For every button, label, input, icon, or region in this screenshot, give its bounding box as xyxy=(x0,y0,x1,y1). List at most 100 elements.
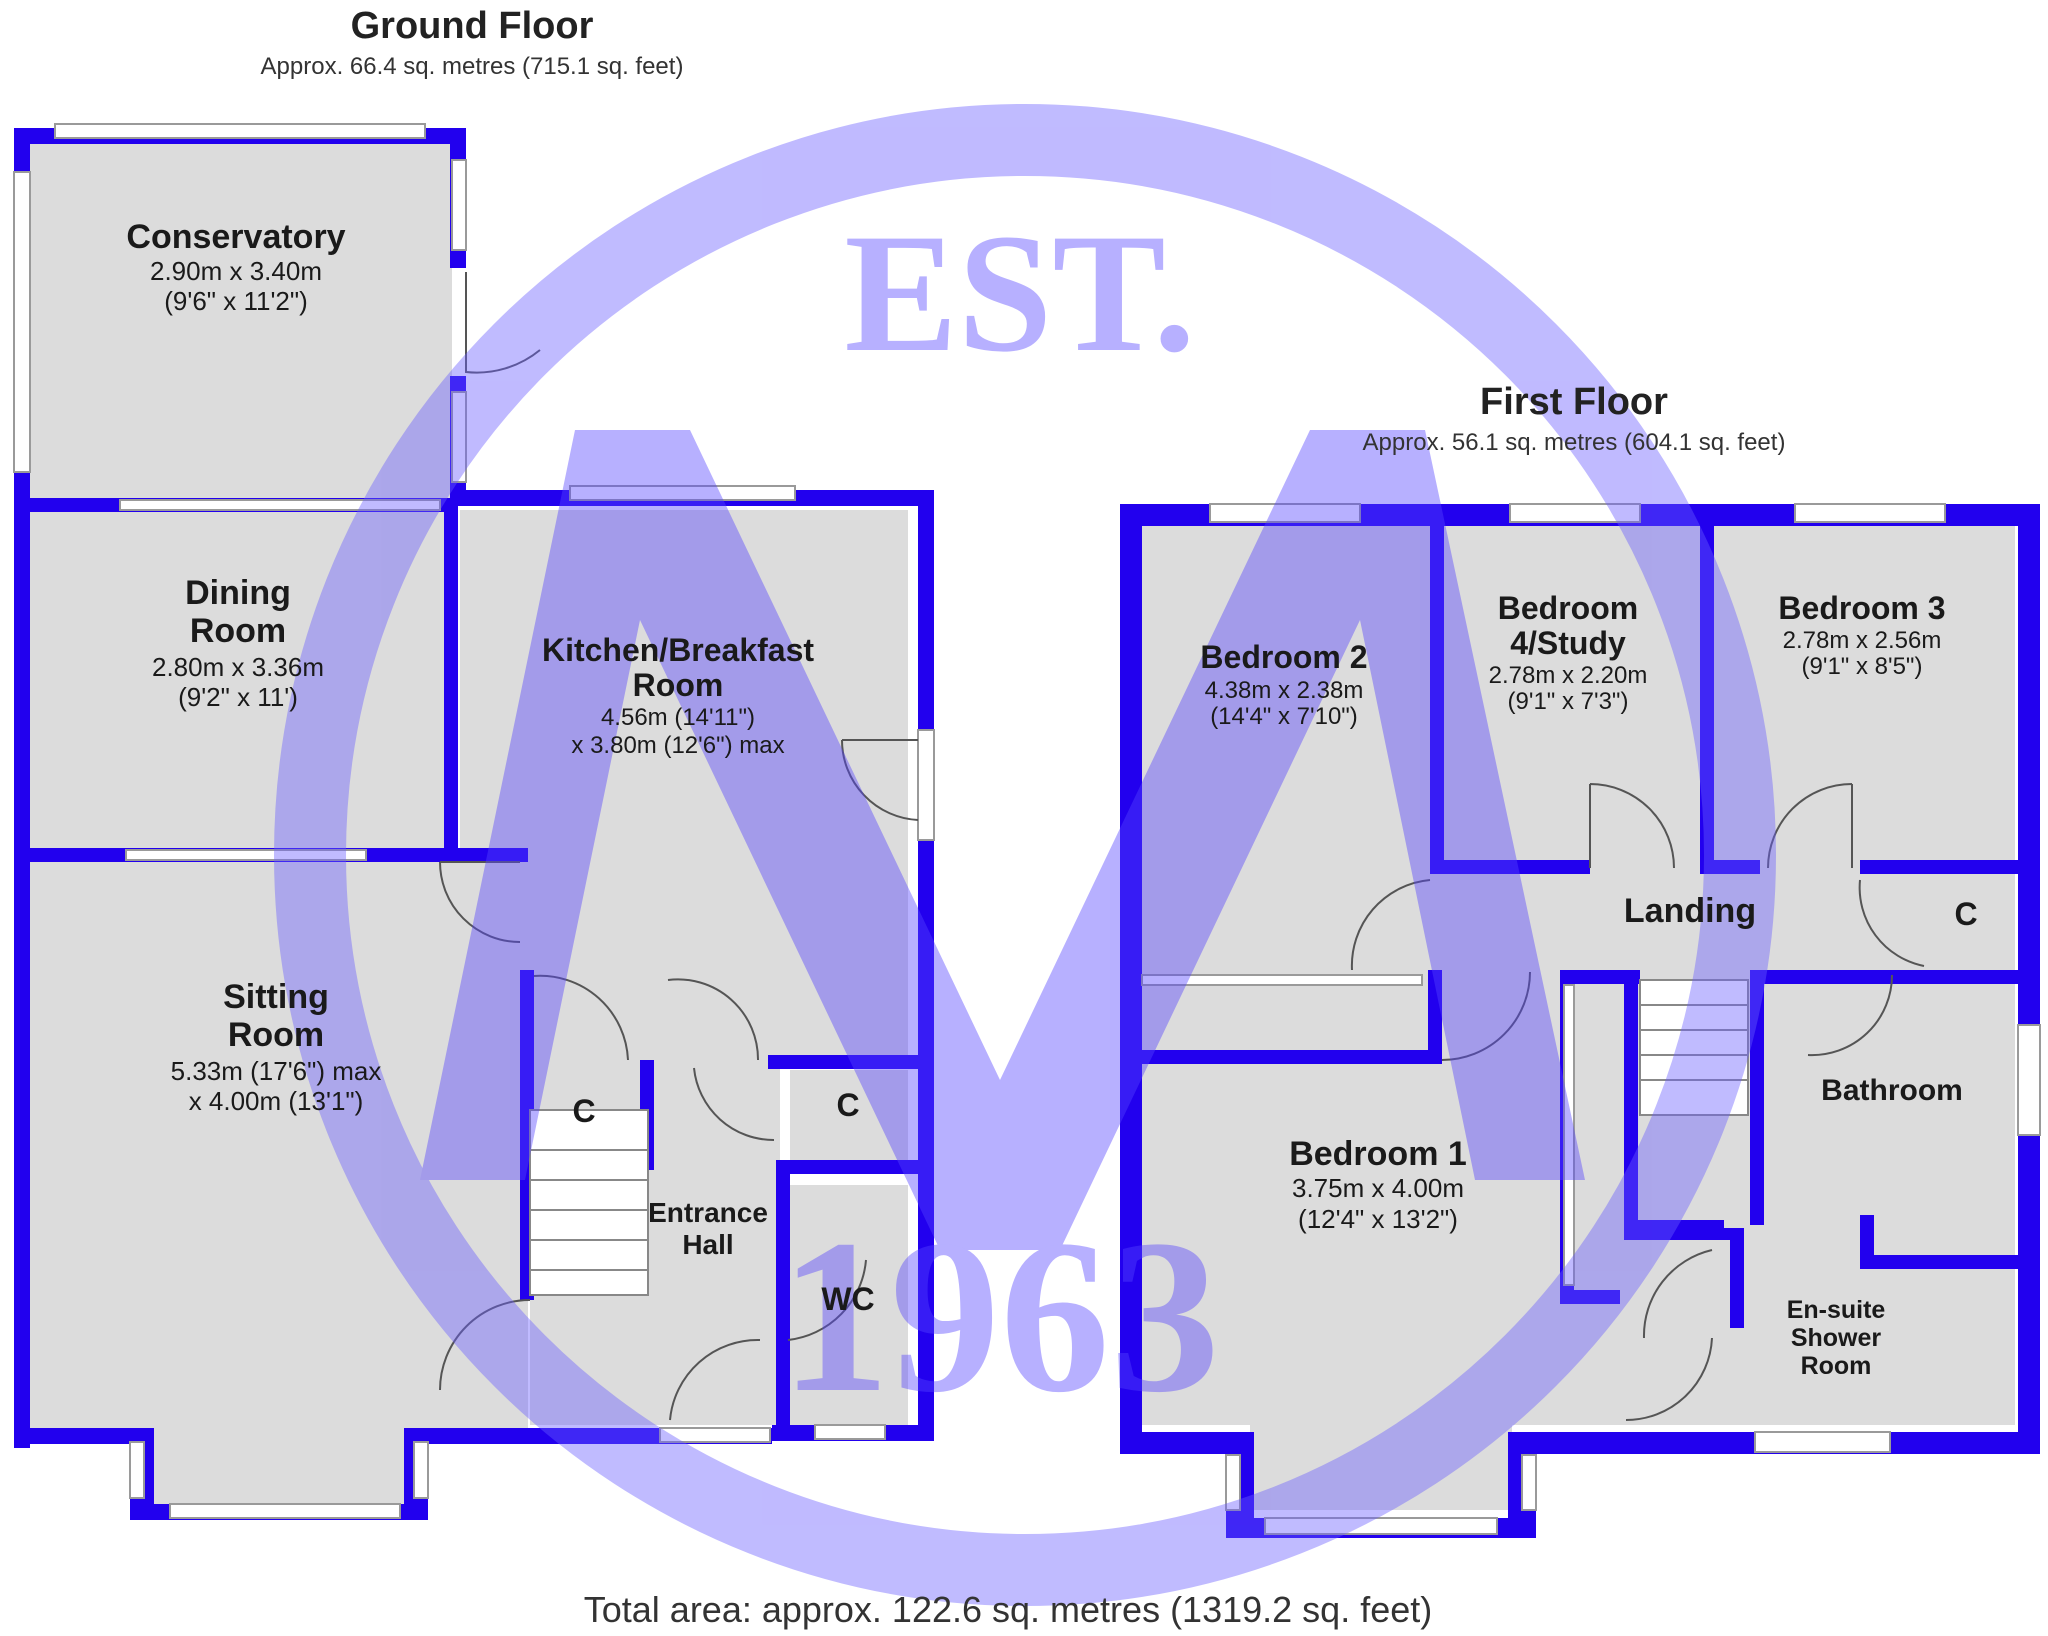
window xyxy=(1521,1454,1537,1511)
entrance-hall-label: Hall xyxy=(682,1229,733,1260)
wall xyxy=(1860,860,2030,874)
cupboard-label: C xyxy=(836,1087,859,1123)
window xyxy=(1754,1431,1891,1453)
window xyxy=(125,849,367,861)
door-swing xyxy=(669,1338,761,1421)
watermark-est: EST. xyxy=(844,199,1195,387)
door-swing xyxy=(1807,974,1894,1057)
ensuite-label: Shower xyxy=(1791,1324,1882,1352)
wall xyxy=(1120,1432,1254,1454)
wall xyxy=(1560,970,1640,984)
ground-floor-area: Approx. 66.4 sq. metres (715.1 sq. feet) xyxy=(261,53,684,80)
total-area: Total area: approx. 122.6 sq. metres (13… xyxy=(584,1589,1432,1630)
bedroom-1-dim-imperial: (12'4" x 13'2") xyxy=(1298,1204,1458,1234)
wall xyxy=(776,1160,790,1430)
bedroom-2-dim-imperial: (14'4" x 7'10") xyxy=(1210,703,1358,730)
kitchen-dim-1: 4.56m (14'11") xyxy=(601,704,755,731)
window xyxy=(814,1424,886,1440)
window xyxy=(1264,1517,1498,1535)
sitting-room-dim-1: 5.33m (17'6") max xyxy=(171,1056,382,1086)
kitchen-label: Room xyxy=(633,667,724,703)
conservatory-floor xyxy=(28,142,452,500)
bedroom-4-label: 4/Study xyxy=(1510,625,1626,661)
bedroom-1-bay-floor xyxy=(1250,1420,1512,1510)
bedroom-4-dim-imperial: (9'1" x 7'3") xyxy=(1508,688,1629,715)
wall xyxy=(1730,1228,1744,1328)
door-swing xyxy=(1441,971,1531,1061)
staircase xyxy=(1639,979,1749,1116)
door-swing xyxy=(693,1067,775,1142)
door-swing xyxy=(1589,783,1675,869)
wc-label: WC xyxy=(821,1281,874,1317)
door-swing xyxy=(787,1259,867,1341)
wall xyxy=(1430,860,1590,874)
bedroom-3-dim-metric: 2.78m x 2.56m xyxy=(1783,627,1942,654)
watermark-logo: EST. 1963 xyxy=(274,104,1776,1606)
window xyxy=(1225,1454,1241,1511)
door-swing xyxy=(1350,879,1431,971)
wall xyxy=(1120,504,1142,1454)
window xyxy=(119,499,441,511)
staircase xyxy=(529,1109,649,1296)
window xyxy=(2017,1024,2041,1136)
door-swing xyxy=(1625,1337,1713,1422)
wall xyxy=(768,1055,934,1069)
window xyxy=(451,391,467,483)
wall xyxy=(1860,1215,1874,1265)
door-swing xyxy=(1642,1249,1713,1339)
bedroom-2-dim-metric: 4.38m x 2.38m xyxy=(1205,677,1364,704)
window xyxy=(451,159,467,251)
door-swing xyxy=(1858,879,1925,967)
window xyxy=(1563,984,1575,1286)
dining-room-label: Room xyxy=(190,612,286,650)
first-floor-plan xyxy=(1120,503,2041,1538)
window xyxy=(169,1503,401,1519)
ensuite-label: En-suite xyxy=(1787,1296,1886,1324)
door-swing xyxy=(1767,783,1853,869)
bedroom-1-label: Bedroom 1 xyxy=(1289,1135,1467,1173)
window xyxy=(13,171,31,473)
window xyxy=(1509,503,1641,523)
window xyxy=(1794,503,1946,523)
bedroom-3-label: Bedroom 3 xyxy=(1778,590,1945,626)
bedroom-3-dim-imperial: (9'1" x 8'5") xyxy=(1802,653,1923,680)
ground-floor-title: Ground Floor xyxy=(351,5,594,47)
wall xyxy=(1860,1255,2030,1269)
ensuite-label: Room xyxy=(1801,1352,1872,1380)
wall xyxy=(1428,970,1442,1060)
wall xyxy=(1136,1050,1442,1064)
wall xyxy=(780,1160,934,1174)
wall xyxy=(1750,975,1764,1225)
dining-room-dim-imperial: (9'2" x 11') xyxy=(178,682,298,712)
wall xyxy=(1750,970,2030,984)
door-swing xyxy=(439,861,521,943)
window xyxy=(659,1427,771,1443)
kitchen-floor xyxy=(460,510,908,1055)
sitting-bay-floor xyxy=(150,1420,410,1505)
first-floor-area: Approx. 56.1 sq. metres (604.1 sq. feet) xyxy=(1363,429,1786,456)
window xyxy=(54,123,426,139)
window xyxy=(1141,974,1423,986)
cupboard-floor xyxy=(790,1070,908,1165)
wall xyxy=(918,490,934,1440)
sitting-room-label: Room xyxy=(228,1016,324,1054)
kitchen-label: Kitchen/Breakfast xyxy=(542,632,814,668)
window xyxy=(917,729,935,841)
door-swing xyxy=(667,978,760,1061)
window xyxy=(1209,503,1361,523)
door-swing xyxy=(533,974,629,1061)
wall xyxy=(14,1428,154,1444)
wall xyxy=(1700,520,1714,870)
door-swing xyxy=(439,1299,531,1391)
bathroom-label: Bathroom xyxy=(1821,1074,1963,1107)
first-floor-title: First Floor xyxy=(1480,381,1668,423)
wall xyxy=(1560,1290,1620,1304)
landing-label: Landing xyxy=(1624,892,1756,930)
conservatory-dim-imperial: (9'6" x 11'2") xyxy=(164,286,308,316)
kitchen-dim-2: x 3.80m (12'6") max xyxy=(571,732,784,759)
window xyxy=(129,1441,145,1499)
entrance-hall-label: Entrance xyxy=(648,1197,768,1228)
dining-room-floor xyxy=(28,510,452,850)
door-swing xyxy=(840,739,919,821)
ground-floor-plan xyxy=(13,123,935,1520)
